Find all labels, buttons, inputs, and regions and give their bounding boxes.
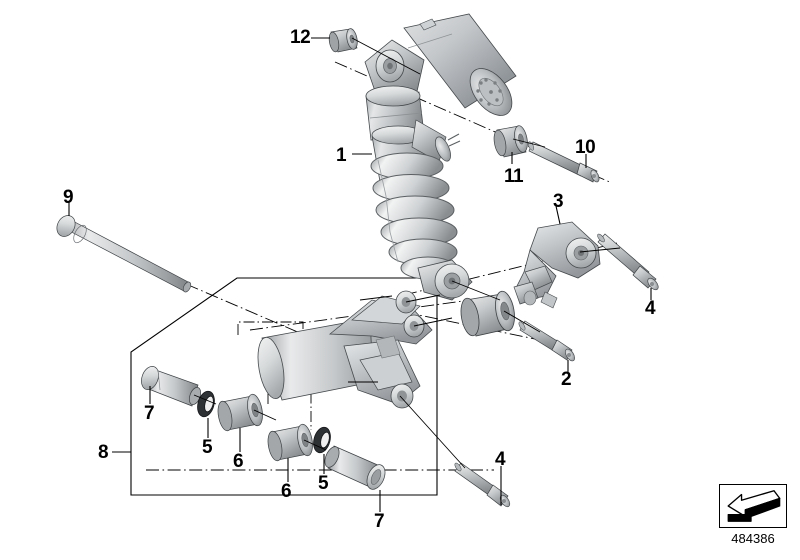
callout-11-bushing: 11 bbox=[504, 166, 524, 187]
part-11-bushing bbox=[493, 125, 528, 158]
lower-connecting-bushing bbox=[460, 290, 515, 337]
callout-4-bolt-upper: 4 bbox=[645, 298, 656, 319]
callout-12-bushing: 12 bbox=[290, 27, 311, 48]
shock-spring bbox=[370, 152, 458, 280]
shock-upper-eye bbox=[364, 39, 425, 101]
part-6-bushing-left bbox=[217, 393, 263, 432]
callout-7-sleeve-right: 7 bbox=[374, 511, 385, 532]
part-6-bushing-right bbox=[267, 423, 313, 462]
main-rocker-arm bbox=[257, 290, 433, 409]
part-3-lever bbox=[513, 221, 601, 309]
callout-9-pivot-pin: 9 bbox=[63, 187, 74, 208]
part-4-bolt-upper bbox=[597, 233, 659, 291]
part-9-pivot-pin bbox=[56, 215, 192, 293]
callout-5-washer-left: 5 bbox=[202, 437, 213, 458]
part-4-bolt-lower bbox=[454, 462, 511, 508]
leader-lines bbox=[68, 37, 652, 512]
callout-2-bolt: 2 bbox=[561, 369, 572, 390]
part-number-label: 484386 bbox=[731, 531, 775, 546]
callout-6-bushing-right: 6 bbox=[281, 481, 292, 502]
shock-reservoir bbox=[403, 13, 517, 116]
callout-5-washer-right: 5 bbox=[318, 473, 329, 494]
part-1-shock-absorber bbox=[364, 13, 517, 301]
callout-3-lever: 3 bbox=[553, 191, 564, 212]
part-12-bushing bbox=[328, 28, 358, 53]
part-2-bolt bbox=[518, 320, 575, 362]
part-7-sleeve-right bbox=[324, 445, 386, 490]
callout-4-bolt-lower: 4 bbox=[495, 449, 506, 470]
part-5-washer-left bbox=[197, 390, 215, 418]
callout-8-repair-kit: 8 bbox=[98, 442, 109, 463]
arrow-direction-icon bbox=[727, 490, 781, 522]
part-10-bolt bbox=[527, 141, 600, 183]
callout-7-sleeve-left: 7 bbox=[144, 403, 155, 424]
pointer-lines bbox=[193, 37, 621, 469]
repair-kit-bracket-8 bbox=[130, 277, 438, 496]
direction-indicator-box bbox=[719, 484, 787, 528]
callout-6-bushing-left: 6 bbox=[233, 451, 244, 472]
callout-10-bolt: 10 bbox=[575, 137, 596, 158]
shock-lower-eye bbox=[417, 259, 473, 301]
callout-1-shock-absorber: 1 bbox=[336, 145, 347, 166]
part-7-sleeve-left bbox=[141, 366, 201, 407]
